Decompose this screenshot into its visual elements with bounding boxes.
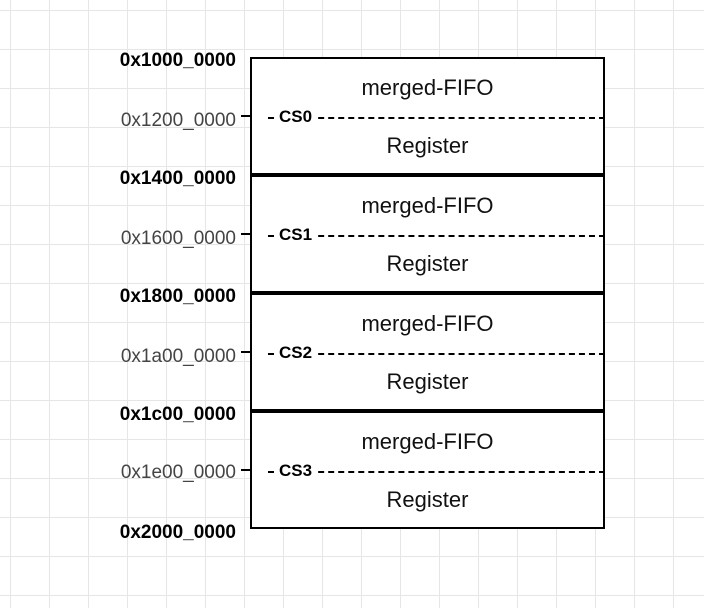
cs-tick-mark <box>241 469 251 471</box>
chip-select-label: CS2 <box>276 343 316 363</box>
chip-select-divider <box>268 117 605 119</box>
region-fifo-label: merged-FIFO <box>361 311 494 336</box>
memory-region-cs1: merged-FIFO CS1 Register <box>250 175 605 293</box>
cs-tick-mark <box>241 115 251 117</box>
cs-tick-mark <box>241 351 251 353</box>
chip-select-divider <box>268 471 605 473</box>
region-fifo-label: merged-FIFO <box>361 193 494 218</box>
region-register-label: Register <box>386 251 469 276</box>
region-fifo-label: merged-FIFO <box>361 429 494 454</box>
chip-select-divider <box>268 235 605 237</box>
memory-region-cs0: merged-FIFO CS0 Register <box>250 57 605 175</box>
address-mid-cs3: 0x1e00_0000 <box>120 462 236 483</box>
cs-tick-mark <box>241 233 251 235</box>
chip-select-label: CS3 <box>276 461 316 481</box>
address-start-cs2: 0x1800_0000 <box>119 286 236 307</box>
chip-select-label: CS1 <box>276 225 316 245</box>
address-mid-cs1: 0x1600_0000 <box>120 228 236 249</box>
chip-select-label: CS0 <box>276 107 316 127</box>
address-mid-cs0: 0x1200_0000 <box>120 110 236 131</box>
address-end: 0x2000_0000 <box>119 522 236 543</box>
region-register-label: Register <box>386 369 469 394</box>
region-fifo-label: merged-FIFO <box>361 75 494 100</box>
address-mid-cs2: 0x1a00_0000 <box>120 346 236 367</box>
region-register-label: Register <box>386 133 469 158</box>
region-register-label: Register <box>386 487 469 512</box>
address-start-cs0: 0x1000_0000 <box>119 50 236 71</box>
address-start-cs1: 0x1400_0000 <box>119 168 236 189</box>
memory-region-cs2: merged-FIFO CS2 Register <box>250 293 605 411</box>
chip-select-divider <box>268 353 605 355</box>
address-start-cs3: 0x1c00_0000 <box>119 404 236 425</box>
memory-region-cs3: merged-FIFO CS3 Register <box>250 411 605 529</box>
